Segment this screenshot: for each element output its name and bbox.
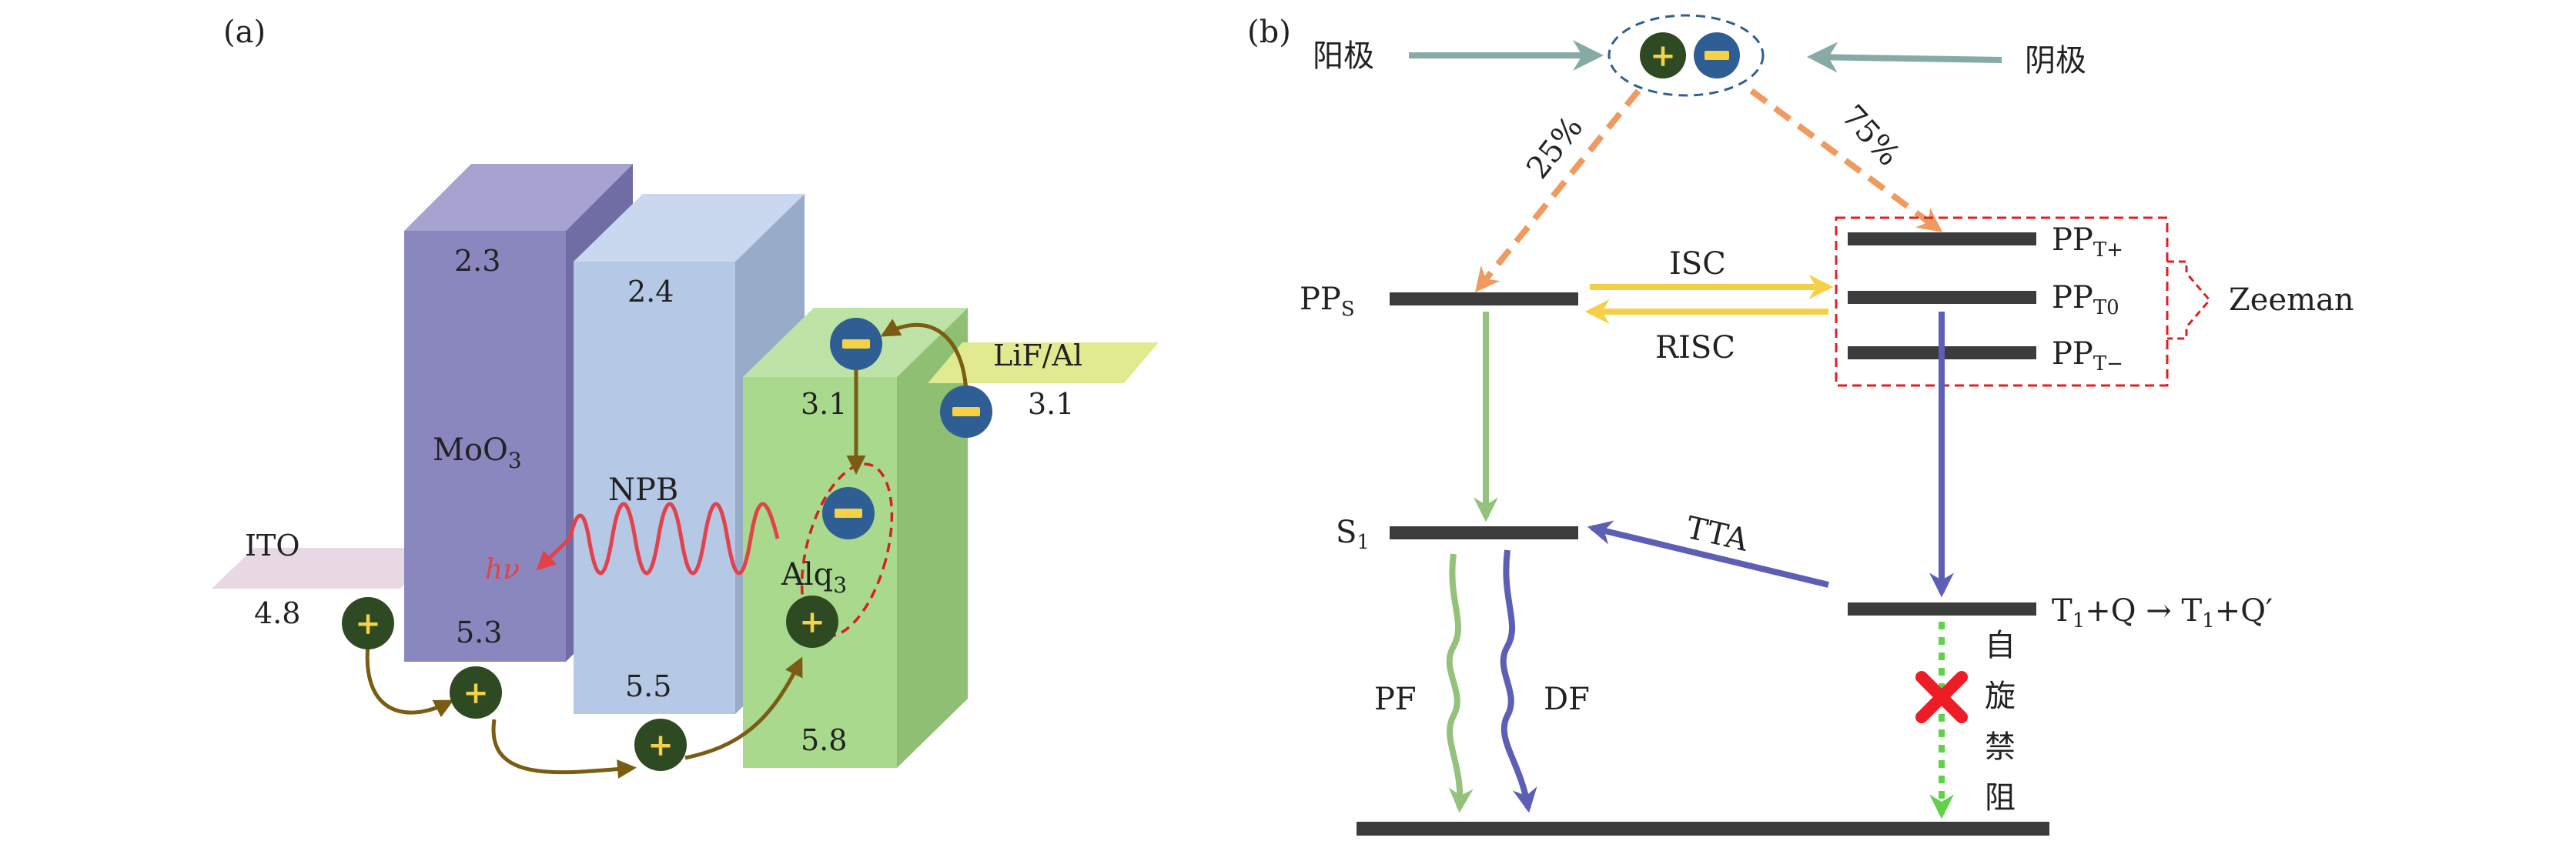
- hole-hop-arrow-3: [684, 656, 803, 760]
- electron-alq3-lumo: [830, 318, 882, 370]
- risc-label: RISC: [1655, 330, 1735, 365]
- hole-ito: +: [342, 597, 394, 649]
- svg-text:+: +: [647, 727, 674, 763]
- npb-lumo-value: 2.4: [627, 275, 674, 309]
- hole-alq3: +: [786, 596, 838, 648]
- panel-b: (b) 阳极 阴极 + 25% 75% PPS ISC RISC PPT+ PP…: [1247, 14, 2354, 836]
- ppt-zero-level: [1848, 291, 2036, 304]
- singlet-fraction: 25%: [1520, 110, 1590, 185]
- electron-lif: [940, 385, 992, 438]
- polaron-pair-ellipse: [1607, 14, 1765, 97]
- npb-label: NPB: [608, 472, 678, 508]
- isc-label: ISC: [1669, 246, 1726, 282]
- df-label: DF: [1544, 682, 1590, 717]
- cathode-injection-arrow: [1807, 42, 2002, 73]
- ppt-minus-label: PPT−: [2052, 336, 2123, 375]
- alq3-label: Alq3: [781, 557, 847, 598]
- triplet-branch-arrow: [1749, 88, 1943, 232]
- alq3-homo-value: 5.8: [801, 723, 847, 757]
- ito-label: ITO: [245, 529, 300, 562]
- lif-al-slab: [928, 342, 1159, 383]
- moo3-homo-value: 5.3: [456, 616, 502, 649]
- singlet-branch-arrow: [1474, 88, 1641, 292]
- svg-text:+: +: [799, 604, 825, 640]
- alq3-lumo-value: 3.1: [801, 387, 847, 421]
- electron-hop-arrow-1: [880, 319, 969, 399]
- electron-alq3-recomb: [822, 487, 875, 539]
- panel-a-label: (a): [223, 15, 266, 50]
- photon-label: hν: [485, 554, 520, 586]
- ppt-zero-label: PPT0: [2052, 280, 2119, 319]
- zeeman-label: Zeeman: [2229, 282, 2354, 318]
- pair-electron: [1694, 32, 1740, 78]
- forbidden-cross-icon: [1915, 671, 1968, 723]
- triplet-dashed-box: [1835, 216, 2169, 387]
- s1-label: S1: [1336, 515, 1370, 554]
- npb-homo-value: 5.5: [625, 669, 671, 703]
- tta-arrow: [1587, 520, 1829, 588]
- hole-npb: +: [634, 719, 687, 771]
- ito-homo-value: 4.8: [254, 596, 300, 630]
- anode-label: 阳极: [1313, 38, 1374, 74]
- ground-state-level: [1357, 822, 2049, 836]
- zeeman-bracket: [2167, 260, 2211, 340]
- spin-forbidden-char-1: 自: [1985, 628, 2016, 663]
- moo3-lumo-value: 2.3: [454, 244, 500, 278]
- ppt-plus-level: [1848, 232, 2036, 245]
- pair-hole: +: [1640, 32, 1686, 78]
- hole-moo3: +: [450, 666, 502, 719]
- svg-text:+: +: [463, 675, 489, 711]
- spin-forbidden-char-3: 禁: [1985, 729, 2016, 765]
- ito-slab: [212, 548, 443, 589]
- panel-b-label: (b): [1247, 15, 1291, 50]
- hole-hop-arrow-2: [491, 719, 637, 779]
- photon-emission-wave: [536, 502, 780, 576]
- cathode-label: 阴极: [2025, 43, 2086, 78]
- recombination-zone-ellipse: [800, 462, 894, 638]
- prompt-fluorescence-arrow: [1446, 553, 1474, 813]
- pps-label: PPS: [1300, 282, 1355, 321]
- delayed-fluorescence-arrow: [1500, 549, 1537, 813]
- pf-label: PF: [1374, 682, 1417, 717]
- svg-text:+: +: [1650, 38, 1676, 74]
- t1-level: [1848, 602, 2036, 616]
- lif-al-label: LiF/Al: [993, 339, 1082, 372]
- lif-al-value: 3.1: [1028, 387, 1074, 421]
- hole-hop-arrow-1: [365, 644, 454, 718]
- moo3-label: MoO3: [433, 432, 522, 473]
- s1-level: [1390, 526, 1578, 539]
- spin-forbidden-char-4: 阻: [1985, 780, 2016, 816]
- pps-level: [1390, 292, 1578, 305]
- t1-quench-label: T1+Q → T1+Q′: [2052, 593, 2273, 632]
- spin-forbidden-char-2: 旋: [1985, 679, 2016, 714]
- ppt-plus-label: PPT+: [2052, 222, 2123, 262]
- panel-a: (a) ITO 4.8 2.3 MoO3 2.4 NPB 5.3 5.5 3.1: [212, 15, 1159, 779]
- svg-text:+: +: [355, 606, 381, 642]
